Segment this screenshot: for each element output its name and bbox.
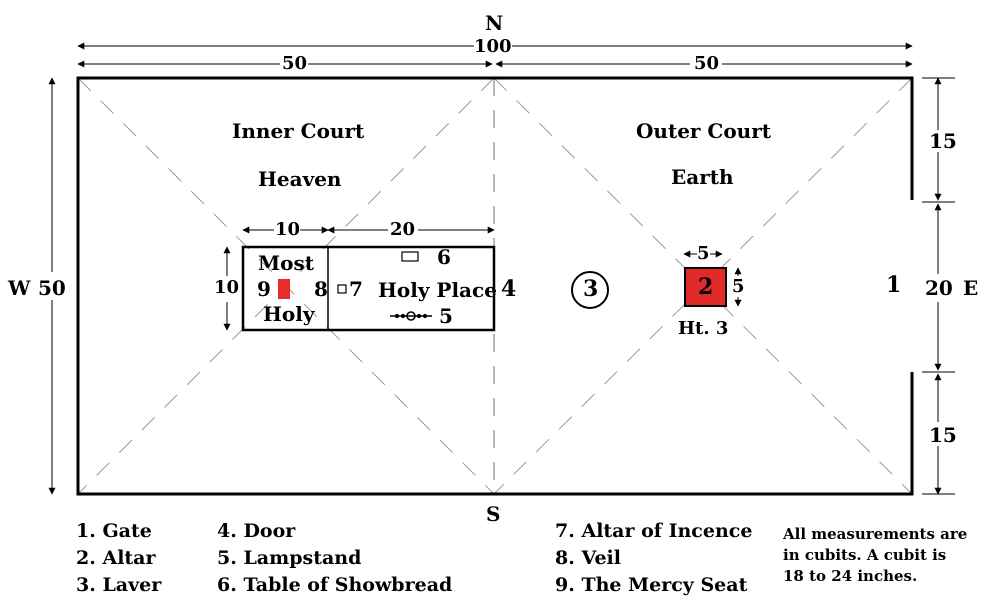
legend-column-2: 4. Door 5. Lampstand 6. Table of Showbre…: [217, 518, 452, 599]
dim-altar-w-label: 5: [697, 243, 710, 264]
inner-court-title: Inner Court: [232, 119, 365, 143]
dim-tabernacle-height-label: 10: [214, 277, 240, 298]
dim-height-label: 50: [38, 276, 66, 300]
dim-east-top-label: 15: [929, 129, 957, 153]
lampstand-marker: 5: [439, 304, 453, 328]
note-line: 18 to 24 inches.: [783, 567, 918, 585]
court-boundary: [76, 76, 914, 496]
mercy-seat-marker: [278, 279, 290, 299]
holy-place-label: Holy Place: [378, 278, 497, 302]
note-line: All measurements are: [783, 525, 968, 543]
legend-item: 1. Gate: [76, 520, 152, 542]
outer-court-subtitle: Earth: [671, 165, 734, 189]
compass-west: W: [8, 276, 31, 300]
gate-marker: 1: [886, 272, 902, 298]
legend-item: 7. Altar of Incence: [555, 520, 753, 542]
dim-most-holy-label: 10: [275, 219, 301, 240]
dim-east-gate-label: 20: [925, 276, 953, 300]
altar-icon: [684, 267, 727, 307]
dim-half-left-label: 50: [282, 53, 308, 74]
dim-half-right-label: 50: [694, 53, 720, 74]
most-holy-label-bottom: Holy: [263, 302, 315, 326]
door-marker: 4: [501, 276, 517, 302]
legend-item: 9. The Mercy Seat: [555, 574, 748, 596]
outer-court-title: Outer Court: [636, 119, 771, 143]
laver-marker: 3: [583, 276, 599, 302]
altar-height-label: Ht. 3: [678, 318, 729, 339]
table-of-showbread-icon: [401, 251, 419, 262]
veil-marker: 8: [314, 277, 328, 301]
measurement-note: All measurements are in cubits. A cubit …: [783, 524, 967, 587]
legend-column-3: 7. Altar of Incence 8. Veil 9. The Mercy…: [555, 518, 752, 599]
altar-of-incense-icon: [337, 284, 347, 294]
note-line: in cubits. A cubit is: [783, 546, 947, 564]
legend-column-1: 1. Gate 2. Altar 3. Laver: [76, 518, 161, 599]
legend-item: 4. Door: [217, 520, 296, 542]
legend-item: 5. Lampstand: [217, 547, 362, 569]
tabernacle: [241, 245, 496, 332]
court-wall: [76, 76, 914, 496]
altar-marker: 2: [698, 274, 714, 300]
legend-item: 3. Laver: [76, 574, 162, 596]
dimension-lines: [48, 42, 955, 495]
tabernacle-outline: [241, 245, 496, 332]
most-holy-label-top: Most: [258, 251, 314, 275]
lampstand-icon: [390, 311, 432, 321]
legend-item: 8. Veil: [555, 547, 621, 569]
mercy-seat-number: 9: [257, 277, 271, 301]
inner-court-subtitle: Heaven: [258, 167, 342, 191]
dim-altar-h-label: 5: [732, 276, 745, 297]
compass-south: S: [486, 502, 501, 526]
dim-east-bottom-label: 15: [929, 423, 957, 447]
legend-item: 2. Altar: [76, 547, 156, 569]
legend-item: 6. Table of Showbread: [217, 574, 453, 596]
dim-holy-place-label: 20: [390, 219, 416, 240]
compass-north: N: [485, 11, 504, 35]
dim-total-width-label: 100: [474, 36, 512, 57]
incense-marker: 7: [349, 277, 363, 301]
compass-east: E: [963, 276, 979, 300]
laver-icon: [571, 271, 609, 309]
showbread-marker: 6: [437, 245, 451, 269]
